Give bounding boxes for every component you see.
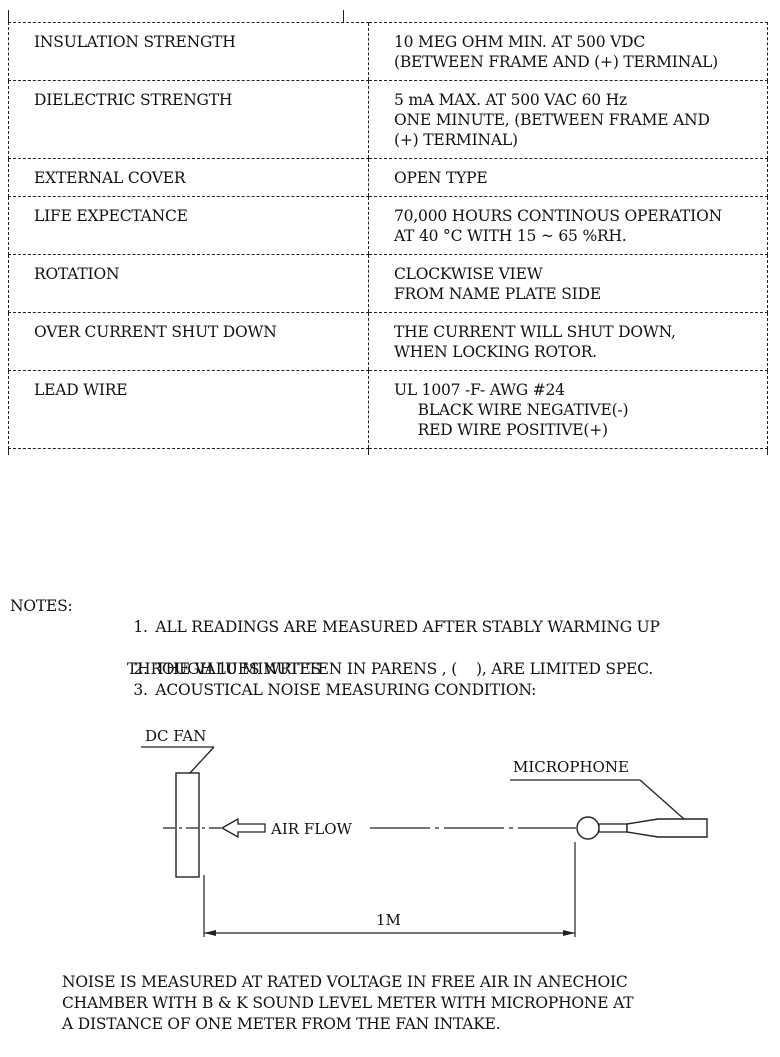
- microphone-body-icon: [626, 818, 708, 838]
- spec-value-line: FROM NAME PLATE SIDE: [394, 285, 601, 303]
- spec-value-line: 5 mA MAX. AT 500 VAC 60 Hz: [394, 91, 627, 109]
- table-top-tick-left: [8, 10, 9, 22]
- spec-label: DIELECTRIC STRENGTH: [8, 80, 369, 159]
- fan-label: DC FAN: [145, 727, 206, 745]
- footer-line: A DISTANCE OF ONE METER FROM THE FAN INT…: [62, 1015, 501, 1033]
- table-tail-row: [8, 448, 768, 455]
- note-text: THE VALUES WRITTEN IN PARENS , ( ), ARE …: [155, 660, 654, 678]
- spec-value: THE CURRENT WILL SHUT DOWN, WHEN LOCKING…: [368, 312, 768, 371]
- air-flow-arrow-icon: [220, 817, 266, 839]
- fan-body-icon: [175, 772, 200, 878]
- footer-line: CHAMBER WITH B & K SOUND LEVEL METER WIT…: [62, 994, 634, 1012]
- note-number: 2.: [133, 660, 148, 678]
- distance-label: 1M: [376, 911, 401, 929]
- spec-label: INSULATION STRENGTH: [8, 22, 369, 81]
- footer-line: NOISE IS MEASURED AT RATED VOLTAGE IN FR…: [62, 973, 628, 991]
- spec-value-line: (+) TERMINAL): [394, 131, 518, 149]
- note-item: 2. THE VALUES WRITTEN IN PARENS , ( ), AR…: [105, 638, 653, 701]
- table-row: OVER CURRENT SHUT DOWN THE CURRENT WILL …: [8, 312, 768, 371]
- table-row: LEAD WIRE UL 1007 -F- AWG #24 BLACK WIRE…: [8, 370, 768, 449]
- note-number: 1.: [133, 618, 148, 636]
- spec-value-line: UL 1007 -F- AWG #24: [394, 381, 565, 399]
- spec-value-line: WHEN LOCKING ROTOR.: [394, 343, 597, 361]
- spec-value-line: OPEN TYPE: [394, 169, 488, 187]
- note-text: ALL READINGS ARE MEASURED AFTER STABLY W…: [155, 618, 660, 636]
- table-row: EXTERNAL COVER OPEN TYPE: [8, 158, 768, 197]
- table-tail-cell: [368, 448, 768, 455]
- spec-label: LIFE EXPECTANCE: [8, 196, 369, 255]
- microphone-head-icon: [576, 816, 600, 840]
- microphone-neck-icon: [598, 823, 628, 833]
- table-tail-cell: [8, 448, 369, 455]
- note-item: 3. ACOUSTICAL NOISE MEASURING CONDITION:: [105, 659, 536, 722]
- note-text: ACOUSTICAL NOISE MEASURING CONDITION:: [155, 681, 537, 699]
- table-row: INSULATION STRENGTH 10 MEG OHM MIN. AT 5…: [8, 22, 768, 81]
- spec-table: INSULATION STRENGTH 10 MEG OHM MIN. AT 5…: [8, 22, 768, 455]
- spec-value: CLOCKWISE VIEW FROM NAME PLATE SIDE: [368, 254, 768, 313]
- note-item: 1. ALL READINGS ARE MEASURED AFTER STABLY…: [105, 596, 660, 722]
- spec-label: EXTERNAL COVER: [8, 158, 369, 197]
- spec-value-line: (BETWEEN FRAME AND (+) TERMINAL): [394, 53, 719, 71]
- microphone-label-leader: [639, 779, 685, 820]
- noise-measurement-description: NOISE IS MEASURED AT RATED VOLTAGE IN FR…: [62, 972, 762, 1035]
- table-row: DIELECTRIC STRENGTH 5 mA MAX. AT 500 VAC…: [8, 80, 768, 159]
- spec-label: OVER CURRENT SHUT DOWN: [8, 312, 369, 371]
- dimension-arrow-left-icon: [204, 930, 216, 936]
- spec-label: LEAD WIRE: [8, 370, 369, 449]
- spec-value-line: 70,000 HOURS CONTINOUS OPERATION: [394, 207, 722, 225]
- microphone-label: MICROPHONE: [513, 758, 629, 776]
- table-top-tick-middle: [343, 10, 344, 22]
- note-number: 3.: [133, 681, 148, 699]
- spec-value-line: AT 40 °C WITH 15 ~ 65 %RH.: [394, 227, 627, 245]
- air-flow-label: AIR FLOW: [270, 820, 352, 838]
- spec-value: OPEN TYPE: [368, 158, 768, 197]
- spec-label: ROTATION: [8, 254, 369, 313]
- notes-label: NOTES:: [10, 597, 73, 615]
- noise-measurement-diagram: DC FAN AIR FLOW MICROPHONE 1M: [141, 727, 708, 937]
- fan-label-leader: [189, 746, 215, 774]
- spec-value-line: BLACK WIRE NEGATIVE(-): [394, 401, 629, 419]
- spec-value: 10 MEG OHM MIN. AT 500 VDC (BETWEEN FRAM…: [368, 22, 768, 81]
- spec-value-line: THE CURRENT WILL SHUT DOWN,: [394, 323, 676, 341]
- spec-value-line: 10 MEG OHM MIN. AT 500 VDC: [394, 33, 645, 51]
- spec-value-line: ONE MINUTE, (BETWEEN FRAME AND: [394, 111, 710, 129]
- table-row: ROTATION CLOCKWISE VIEW FROM NAME PLATE …: [8, 254, 768, 313]
- dimension-arrow-right-icon: [563, 930, 575, 936]
- spec-value-line: CLOCKWISE VIEW: [394, 265, 543, 283]
- note-text-continued: THROUGH 10 MINUTES: [127, 660, 322, 678]
- spec-value: UL 1007 -F- AWG #24 BLACK WIRE NEGATIVE(…: [368, 370, 768, 449]
- spec-value: 70,000 HOURS CONTINOUS OPERATION AT 40 °…: [368, 196, 768, 255]
- spec-value: 5 mA MAX. AT 500 VAC 60 Hz ONE MINUTE, (…: [368, 80, 768, 159]
- spec-value-line: RED WIRE POSITIVE(+): [394, 421, 608, 439]
- table-row: LIFE EXPECTANCE 70,000 HOURS CONTINOUS O…: [8, 196, 768, 255]
